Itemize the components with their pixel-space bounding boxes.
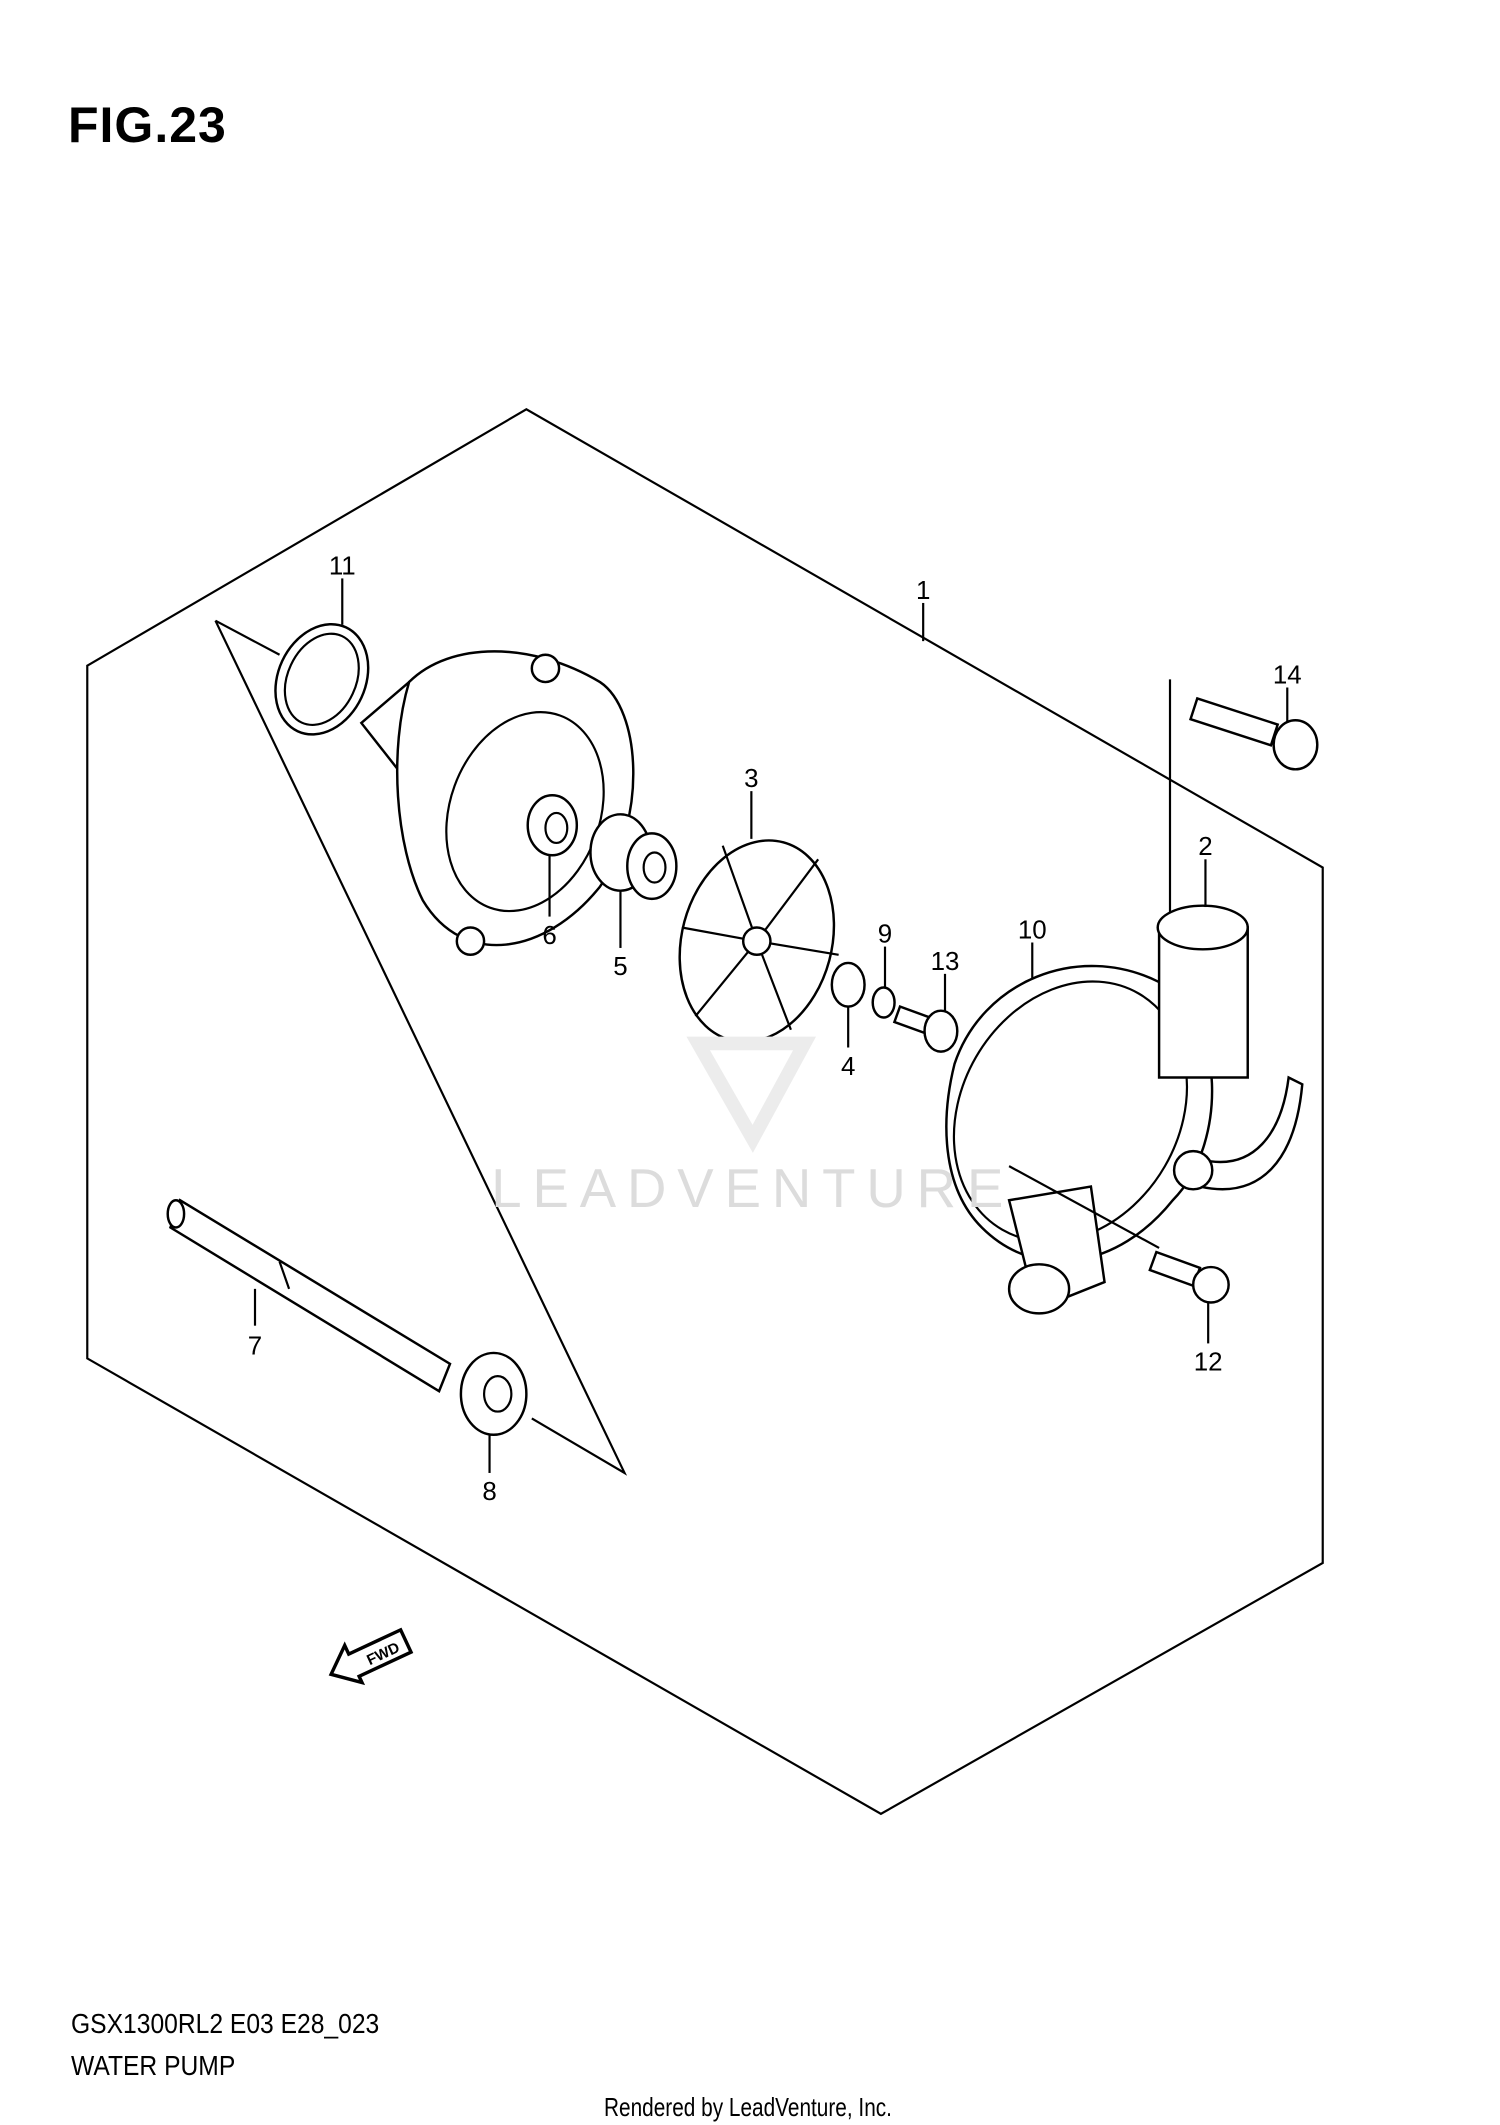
render-credit: Rendered by LeadVenture, Inc. (604, 2092, 892, 2122)
watermark-logo: LEADVENTURE (491, 1036, 1014, 1219)
part-14-bolt (1188, 696, 1319, 771)
callout-12: 12 (1194, 1349, 1223, 1377)
assembly-outline (86, 408, 1324, 1816)
model-code: GSX1300RL2 E03 E28_023 (71, 2008, 380, 2039)
callout-3: 3 (744, 765, 758, 793)
inner-bracket (214, 619, 281, 656)
callout-9: 9 (878, 920, 892, 948)
figure-title: FIG.23 (68, 97, 227, 153)
part-8-washer (459, 1351, 528, 1436)
part-3-impeller (678, 839, 839, 1044)
part-4-washer (830, 961, 866, 1008)
part-12-screw (1008, 1165, 1230, 1304)
callout-13: 13 (931, 948, 960, 976)
callout-14: 14 (1273, 661, 1302, 689)
callout-10: 10 (1018, 916, 1047, 944)
watermark-text: LEADVENTURE (491, 1158, 1014, 1219)
callout-5: 5 (613, 953, 627, 981)
part-13-bolt (892, 1005, 959, 1053)
callout-8: 8 (482, 1478, 496, 1506)
part-9-washer (871, 986, 896, 1019)
callout-6: 6 (542, 922, 556, 950)
part-2-pipe (1156, 904, 1249, 1079)
part-10-pump-cover (945, 964, 1304, 1315)
callout-2: 2 (1198, 833, 1212, 861)
callout-11: 11 (329, 552, 356, 580)
part-7-shaft (166, 1198, 452, 1393)
leader-lines (253, 578, 1289, 1473)
inner-bracket-diagonal (214, 620, 628, 1476)
callout-7: 7 (248, 1332, 262, 1360)
fwd-arrow-icon: FWD (328, 1627, 414, 1686)
callout-4: 4 (841, 1053, 855, 1081)
part-6-pump-housing (359, 650, 635, 956)
callout-1: 1 (916, 577, 930, 605)
part-5-mechanical-seal (589, 813, 678, 901)
section-name: WATER PUMP (71, 2050, 236, 2081)
part-11-o-ring (274, 623, 370, 736)
